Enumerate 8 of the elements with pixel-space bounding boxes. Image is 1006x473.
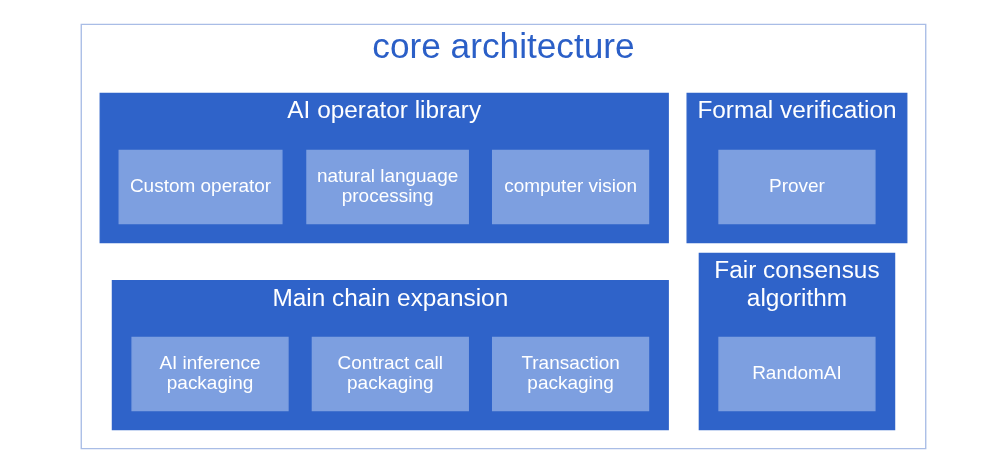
- node-box: Contract call packaging: [311, 336, 469, 412]
- node-box: computer vision: [491, 149, 649, 225]
- node-box: AI inference packaging: [130, 336, 289, 412]
- node-box: RandomAI: [717, 336, 876, 412]
- node-box: Prover: [717, 149, 876, 225]
- node-box: natural language processing: [305, 149, 469, 225]
- node-box: Custom operator: [118, 149, 283, 225]
- node-box: Transaction packaging: [491, 336, 649, 412]
